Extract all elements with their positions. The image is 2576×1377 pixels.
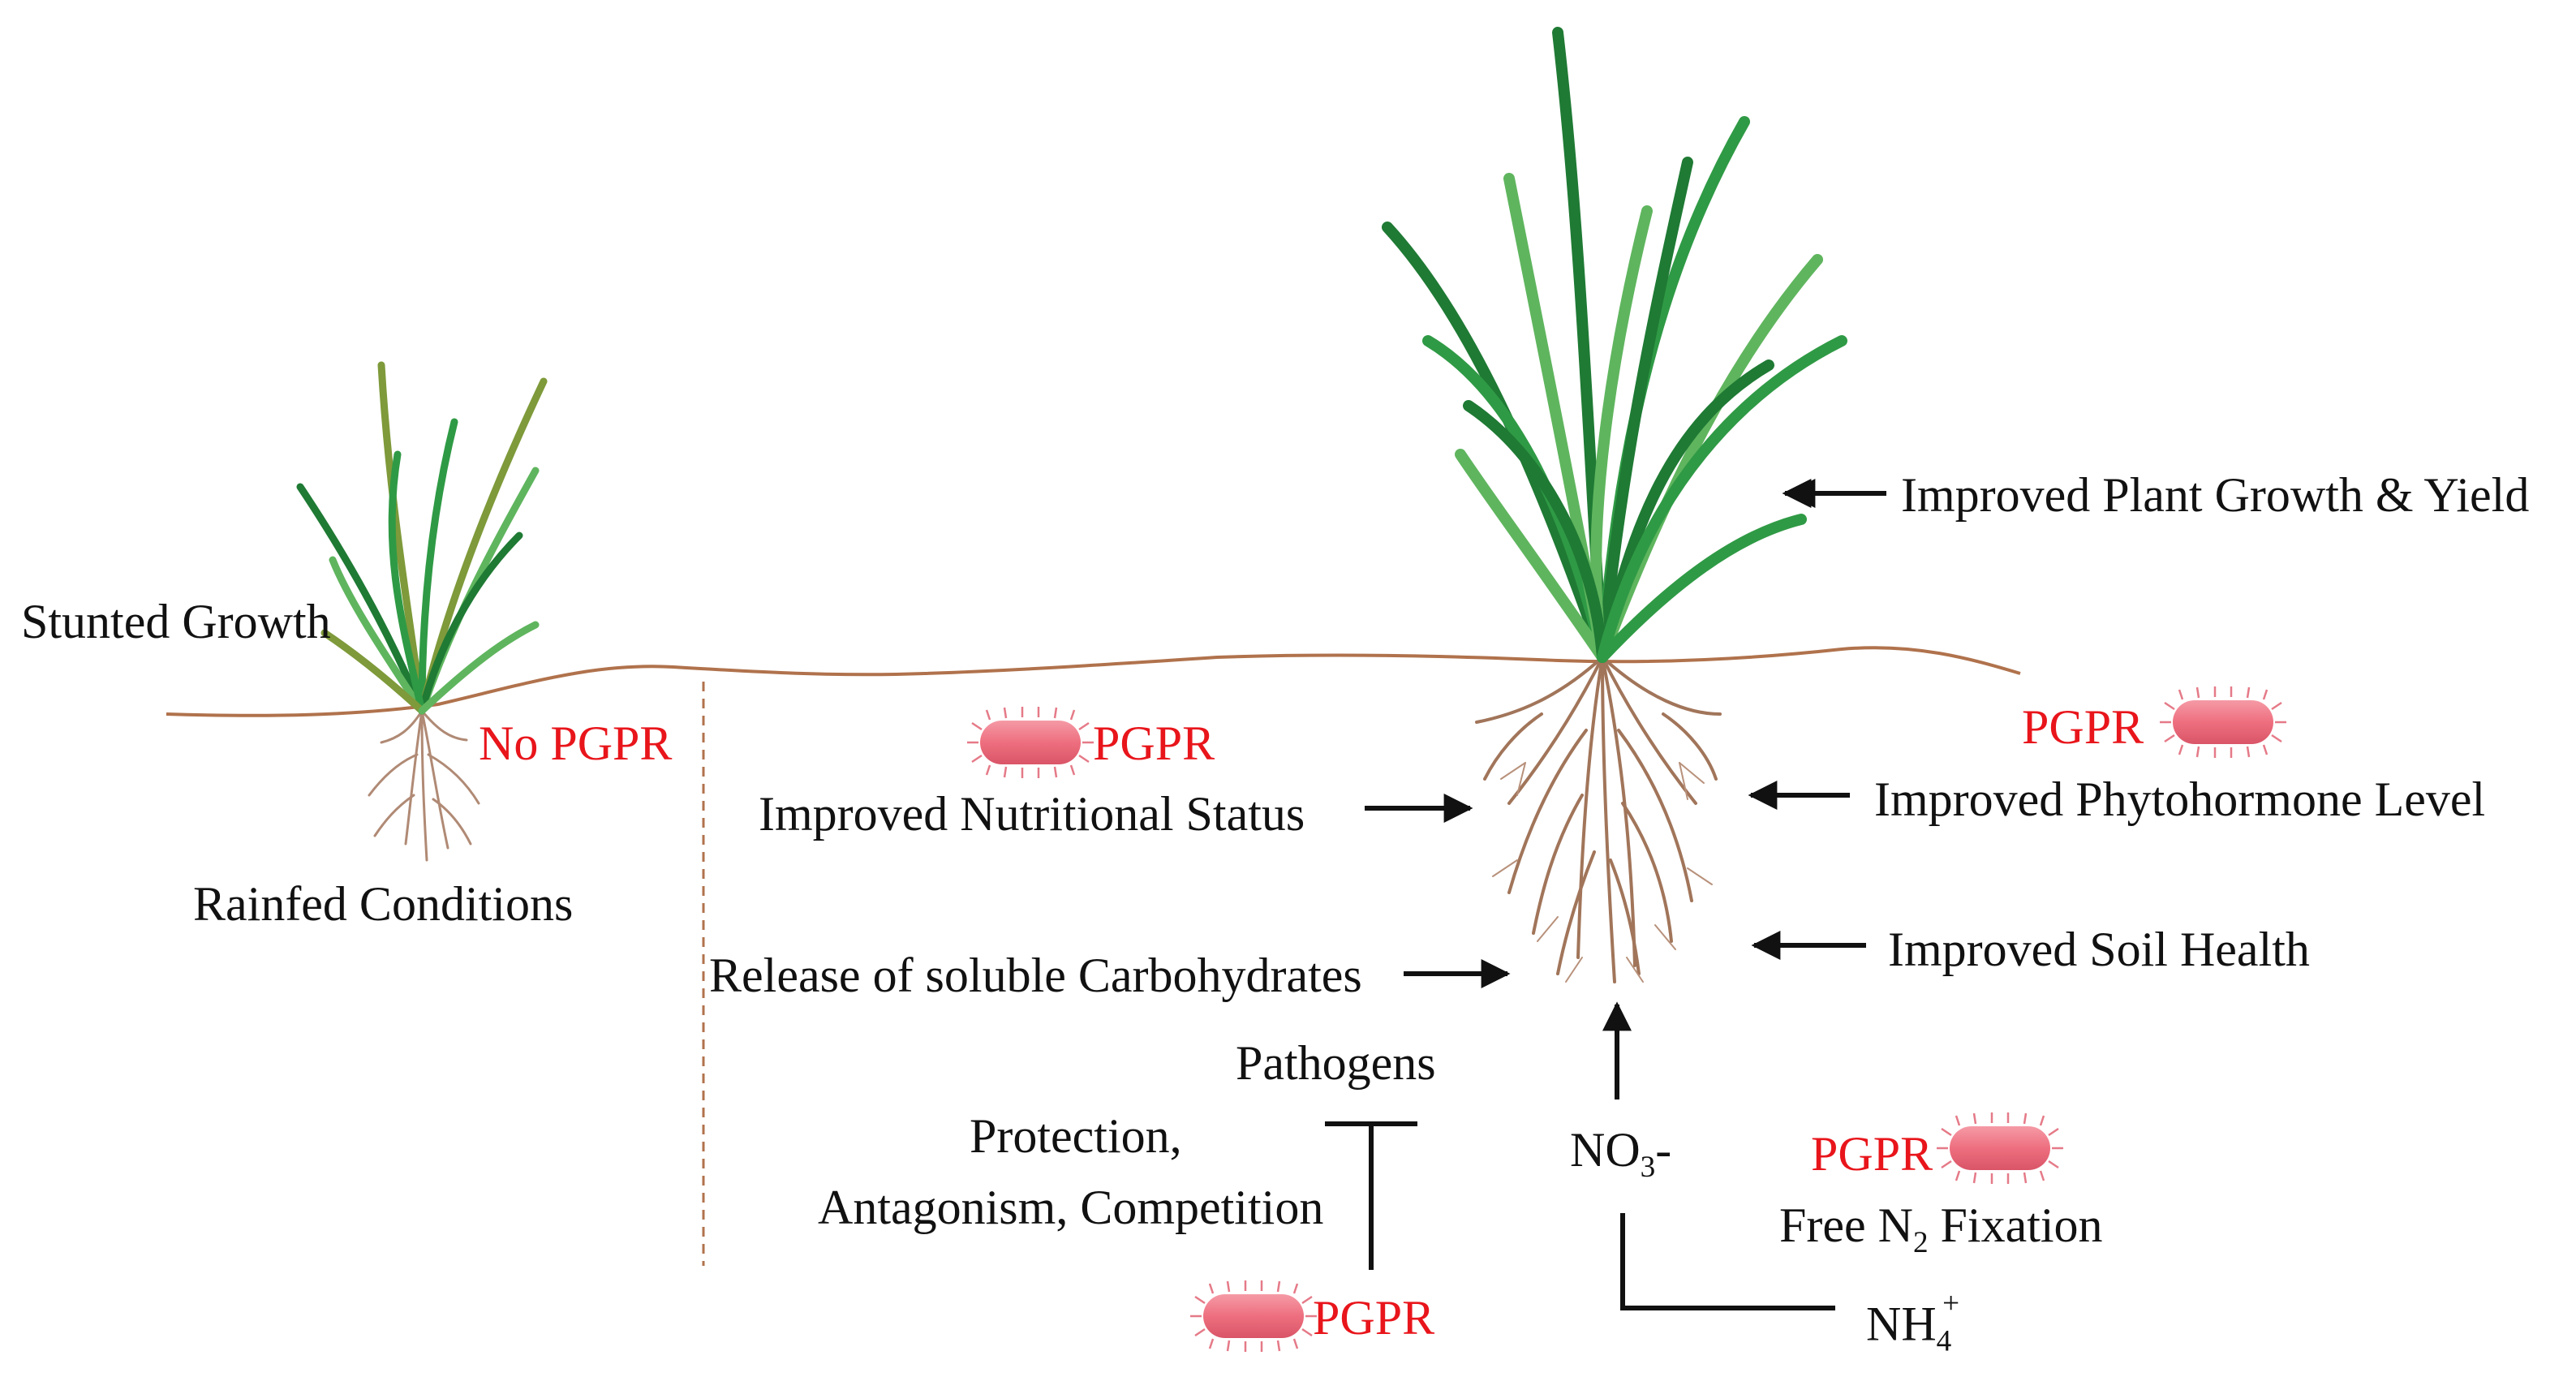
nh4-label: NH4 + bbox=[1866, 1289, 1959, 1357]
pgpr-right-label: PGPR bbox=[2022, 700, 2144, 754]
nh4-base: NH bbox=[1866, 1297, 1937, 1351]
improved-growth-yield-label: Improved Plant Growth & Yield bbox=[1901, 468, 2530, 522]
free-fixation-label: Free N2 Fixation bbox=[1779, 1201, 2103, 1258]
stunted-plant-icon bbox=[296, 361, 548, 862]
pgpr-fixation-label: PGPR bbox=[1811, 1127, 1933, 1181]
nh4-superscript: + bbox=[1942, 1287, 1960, 1320]
pgpr-bottom-label: PGPR bbox=[1313, 1291, 1435, 1345]
bacterium-icon-nutrition bbox=[967, 707, 1094, 778]
healthy-plant-icon bbox=[1382, 27, 1847, 983]
improved-soil-health-label: Improved Soil Health bbox=[1888, 923, 2310, 976]
no3-tail: - bbox=[1655, 1123, 1672, 1177]
free-fixation-subscript: 2 bbox=[1912, 1226, 1929, 1260]
improved-nutritional-status-label: Improved Nutritional Status bbox=[759, 787, 1305, 841]
nh4-subscript: 4 bbox=[1936, 1324, 1952, 1358]
free-fixation-post: Fixation bbox=[1928, 1198, 2103, 1252]
stunted-growth-label: Stunted Growth bbox=[21, 595, 331, 648]
free-fixation-pre: Free N bbox=[1779, 1198, 1913, 1252]
bacterium-icon-fixation bbox=[1937, 1112, 2063, 1184]
bacterium-icon-bottom bbox=[1190, 1280, 1317, 1352]
no3-subscript: 3 bbox=[1640, 1151, 1656, 1185]
protection-label-line2: Antagonism, Competition bbox=[818, 1181, 1324, 1234]
bacterium-icon-right bbox=[2160, 686, 2286, 758]
no3-label: NO3- bbox=[1570, 1125, 1671, 1182]
nh4-connector-line bbox=[1620, 1213, 1835, 1310]
soil-surface-line bbox=[166, 646, 2021, 717]
rainfed-conditions-label: Rainfed Conditions bbox=[193, 877, 574, 931]
no3-base: NO bbox=[1570, 1123, 1641, 1177]
pgpr-nutrition-label: PGPR bbox=[1093, 716, 1215, 770]
improved-phytohormone-label: Improved Phytohormone Level bbox=[1874, 772, 2486, 826]
release-carbohydrates-label: Release of soluble Carbohydrates bbox=[709, 949, 1362, 1002]
protection-label-line1: Protection, bbox=[970, 1109, 1182, 1163]
no-pgpr-label: No PGPR bbox=[479, 716, 673, 770]
pathogens-label: Pathogens bbox=[1236, 1036, 1436, 1090]
